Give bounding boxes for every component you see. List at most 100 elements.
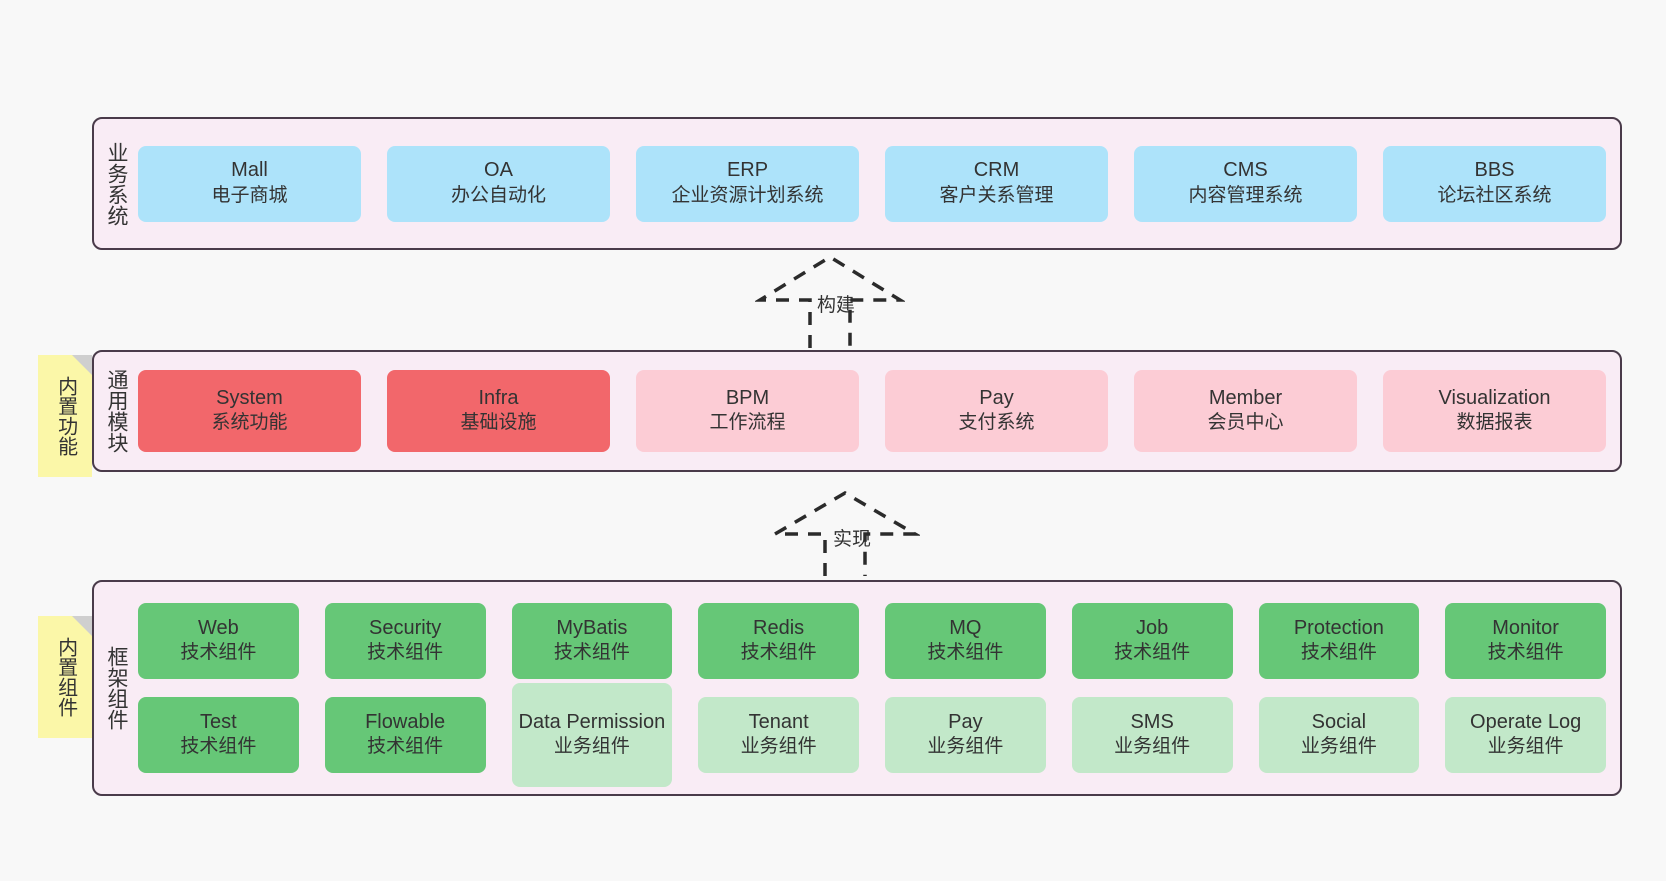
node-infra[interactable]: Infra 基础设施 [387, 370, 610, 452]
node-flowable-subtitle: 技术组件 [367, 736, 444, 758]
node-oa[interactable]: OA 办公自动化 [387, 145, 610, 222]
node-oa-subtitle: 办公自动化 [450, 184, 546, 206]
node-test-title: Test [200, 710, 237, 733]
node-bbs-title: BBS [1474, 159, 1515, 182]
node-infra-title: Infra [478, 386, 519, 409]
node-mq-title: MQ [949, 616, 982, 639]
node-pay-component-title: Pay [948, 710, 983, 733]
node-crm-title: CRM [973, 159, 1020, 182]
node-tenant[interactable]: Tenant 业务组件 [698, 697, 859, 773]
node-data-permission-title: Data Permission [518, 710, 666, 733]
node-tenant-subtitle: 业务组件 [740, 736, 817, 758]
node-tenant-title: Tenant [748, 710, 809, 733]
node-web[interactable]: Web 技术组件 [138, 603, 299, 679]
node-web-subtitle: 技术组件 [180, 642, 257, 664]
node-mq-subtitle: 技术组件 [927, 642, 1004, 664]
node-erp[interactable]: ERP 企业资源计划系统 [636, 145, 859, 222]
node-pay-component-subtitle: 业务组件 [927, 736, 1004, 758]
node-pay-module-subtitle: 支付系统 [958, 412, 1035, 434]
node-test[interactable]: Test 技术组件 [138, 697, 299, 773]
business-row: Mall 电子商城 OA 办公自动化 ERP 企业资源计划系统 CRM 客户关系… [138, 145, 1606, 222]
node-mall-subtitle: 电子商城 [211, 184, 288, 206]
sticky-note-builtin-components: 内置组件 [38, 616, 92, 738]
node-flowable[interactable]: Flowable 技术组件 [324, 697, 486, 773]
node-security[interactable]: Security 技术组件 [324, 603, 486, 679]
node-job[interactable]: Job 技术组件 [1071, 603, 1233, 679]
framework-row-business: Test 技术组件 Flowable 技术组件 Data Permission … [138, 683, 1606, 787]
sticky-note-builtin-components-label: 内置组件 [54, 637, 77, 717]
node-visualization-subtitle: 数据报表 [1456, 412, 1533, 434]
connector-implement-label: 实现 [833, 529, 872, 550]
connector-implement-arrow [770, 490, 920, 576]
node-social-subtitle: 业务组件 [1300, 736, 1377, 758]
layer-business-system-title: 业务系统 [104, 141, 128, 226]
node-crm[interactable]: CRM 客户关系管理 [885, 145, 1108, 222]
layer-general-modules-title: 通用模块 [104, 369, 128, 453]
node-flowable-title: Flowable [365, 710, 446, 733]
node-pay-module-title: Pay [979, 386, 1014, 409]
node-operate-log-title: Operate Log [1470, 710, 1582, 733]
node-mybatis-subtitle: 技术组件 [553, 642, 630, 664]
node-sms[interactable]: SMS 业务组件 [1071, 697, 1233, 773]
node-data-permission-subtitle: 业务组件 [553, 736, 630, 758]
node-monitor-title: Monitor [1492, 616, 1559, 639]
node-bbs[interactable]: BBS 论坛社区系统 [1383, 145, 1606, 222]
node-system-title: System [216, 386, 283, 409]
sticky-fold-corner-icon [72, 355, 92, 375]
node-member[interactable]: Member 会员中心 [1134, 370, 1357, 452]
connector-build-arrow [755, 254, 905, 348]
node-sms-title: SMS [1130, 710, 1174, 733]
node-mybatis[interactable]: MyBatis 技术组件 [511, 603, 673, 679]
node-security-subtitle: 技术组件 [367, 642, 444, 664]
sticky-note-builtin-functions: 内置功能 [38, 355, 92, 477]
modules-row: System 系统功能 Infra 基础设施 BPM 工作流程 Pay 支付系统… [138, 370, 1606, 452]
node-sms-subtitle: 业务组件 [1114, 736, 1191, 758]
layer-framework-components: 框架组件 Web 技术组件 Security 技术组件 MyBatis 技术组件… [92, 580, 1622, 796]
node-monitor-subtitle: 技术组件 [1487, 642, 1564, 664]
node-oa-title: OA [484, 159, 513, 182]
node-visualization[interactable]: Visualization 数据报表 [1383, 370, 1606, 452]
node-security-title: Security [369, 616, 442, 639]
layer-general-modules-body: System 系统功能 Infra 基础设施 BPM 工作流程 Pay 支付系统… [138, 352, 1620, 470]
node-system[interactable]: System 系统功能 [138, 370, 361, 452]
node-operate-log[interactable]: Operate Log 业务组件 [1445, 697, 1606, 773]
node-data-permission[interactable]: Data Permission 业务组件 [511, 683, 673, 787]
layer-framework-components-title: 框架组件 [104, 646, 128, 730]
node-system-subtitle: 系统功能 [211, 412, 288, 434]
layer-business-system: 业务系统 Mall 电子商城 OA 办公自动化 ERP 企业资源计划系统 CRM… [92, 117, 1622, 250]
node-social-title: Social [1311, 710, 1367, 733]
node-crm-subtitle: 客户关系管理 [939, 184, 1054, 206]
node-mq[interactable]: MQ 技术组件 [885, 603, 1046, 679]
node-infra-subtitle: 基础设施 [460, 412, 537, 434]
node-erp-subtitle: 企业资源计划系统 [671, 184, 824, 206]
node-web-title: Web [197, 616, 239, 639]
node-cms[interactable]: CMS 内容管理系统 [1134, 145, 1357, 222]
node-social[interactable]: Social 业务组件 [1258, 697, 1420, 773]
node-cms-title: CMS [1223, 159, 1268, 182]
node-cms-subtitle: 内容管理系统 [1188, 184, 1303, 206]
framework-row-tech: Web 技术组件 Security 技术组件 MyBatis 技术组件 Redi… [138, 603, 1606, 679]
node-mall-title: Mall [231, 159, 268, 182]
node-mall[interactable]: Mall 电子商城 [138, 145, 361, 222]
connector-build-label: 构建 [817, 295, 856, 316]
node-pay-module[interactable]: Pay 支付系统 [885, 370, 1108, 452]
node-test-subtitle: 技术组件 [180, 736, 257, 758]
node-job-subtitle: 技术组件 [1114, 642, 1191, 664]
node-bpm[interactable]: BPM 工作流程 [636, 370, 859, 452]
node-bbs-subtitle: 论坛社区系统 [1437, 184, 1552, 206]
node-visualization-title: Visualization [1438, 386, 1551, 409]
node-pay-component[interactable]: Pay 业务组件 [885, 697, 1046, 773]
node-protection-title: Protection [1293, 616, 1384, 639]
node-protection[interactable]: Protection 技术组件 [1258, 603, 1420, 679]
node-member-subtitle: 会员中心 [1207, 412, 1284, 434]
node-erp-title: ERP [726, 159, 769, 182]
node-monitor[interactable]: Monitor 技术组件 [1445, 603, 1606, 679]
node-mybatis-title: MyBatis [556, 616, 628, 639]
node-redis[interactable]: Redis 技术组件 [698, 603, 859, 679]
layer-business-system-body: Mall 电子商城 OA 办公自动化 ERP 企业资源计划系统 CRM 客户关系… [138, 119, 1620, 248]
node-operate-log-subtitle: 业务组件 [1487, 736, 1564, 758]
node-job-title: Job [1136, 616, 1169, 639]
layer-general-modules: 通用模块 System 系统功能 Infra 基础设施 BPM 工作流程 Pay… [92, 350, 1622, 472]
node-protection-subtitle: 技术组件 [1300, 642, 1377, 664]
